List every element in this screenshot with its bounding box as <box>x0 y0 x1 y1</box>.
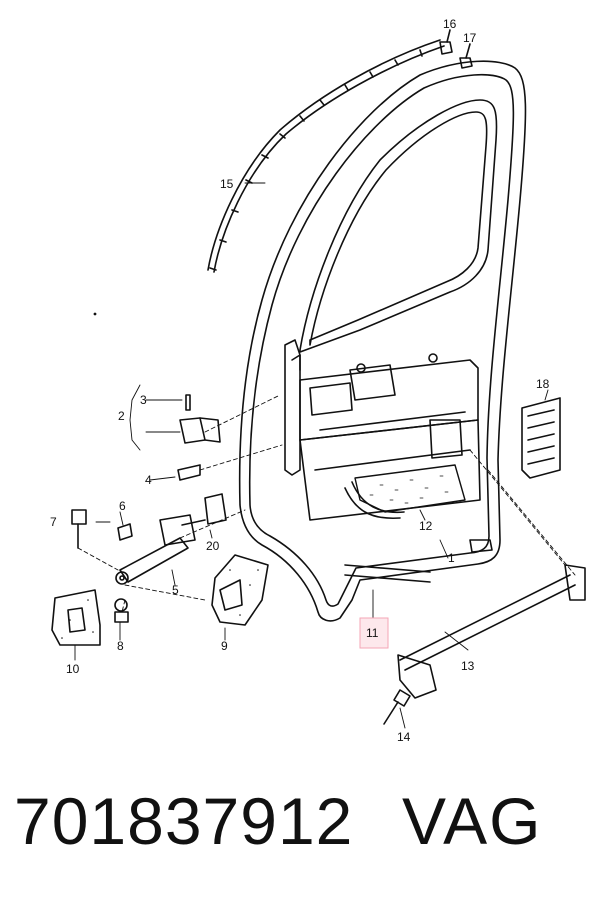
label-18: 18 <box>536 377 550 391</box>
brand-name: VAG <box>402 784 543 858</box>
stipple-texture <box>61 312 259 639</box>
label-5: 5 <box>172 583 179 597</box>
window-regulator <box>344 464 466 520</box>
vent-grille-18 <box>521 397 561 479</box>
label-6: 6 <box>119 499 126 513</box>
label-12: 12 <box>419 519 433 533</box>
label-16: 16 <box>443 17 457 31</box>
fasteners <box>71 509 133 623</box>
door-inner-panel <box>284 339 481 521</box>
screw-14 <box>383 689 411 725</box>
exploded-parts-diagram: 1 2 3 4 5 6 7 8 9 10 11 12 13 14 15 16 1… <box>50 17 586 744</box>
label-1: 1 <box>448 551 455 565</box>
clip-16-17 <box>439 29 473 69</box>
label-7: 7 <box>50 515 57 529</box>
support-bar-13 <box>397 564 586 699</box>
leader-lines <box>77 394 576 613</box>
label-13: 13 <box>461 659 475 673</box>
door-hinge <box>177 394 221 481</box>
label-2: 2 <box>118 409 125 423</box>
label-4: 4 <box>145 473 152 487</box>
label-17: 17 <box>463 31 477 45</box>
window-seal-strip <box>207 39 445 273</box>
hinge-cover-20 <box>204 493 227 525</box>
trim-piece-10 <box>51 589 101 646</box>
label-9: 9 <box>221 639 228 653</box>
part-11-highlight <box>359 617 389 649</box>
label-8: 8 <box>117 639 124 653</box>
label-11: 11 <box>366 626 379 640</box>
label-14: 14 <box>397 730 411 744</box>
label-3: 3 <box>140 393 147 407</box>
door-seal-lower <box>344 539 493 583</box>
cover-9 <box>211 554 269 626</box>
part-number: 701837912 <box>14 784 354 858</box>
door-check-strap <box>115 514 206 585</box>
label-leaders <box>74 182 549 729</box>
label-20: 20 <box>206 539 220 553</box>
label-10: 10 <box>66 662 80 676</box>
door-frame <box>238 60 527 622</box>
label-15: 15 <box>220 177 234 191</box>
